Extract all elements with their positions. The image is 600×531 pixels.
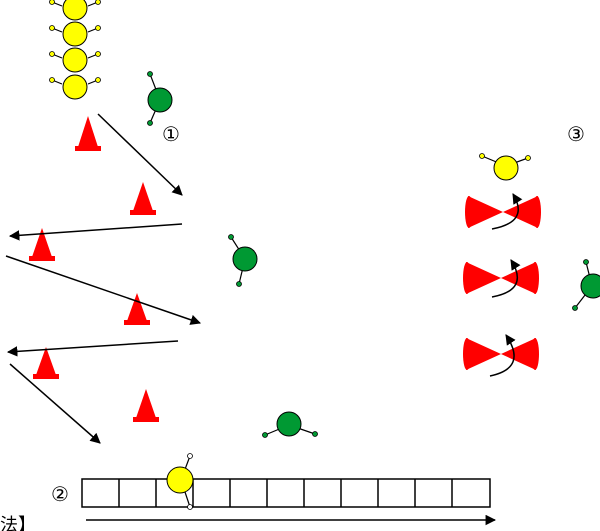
green-player-icon [228,234,258,287]
flat-marker-icon [463,262,539,294]
yellow-player-icon [49,0,101,21]
movement-arrow [9,363,101,444]
green-player-icon [147,71,173,126]
movement-arrow [6,340,179,357]
movement-arrow [8,223,183,241]
cone-icon [75,116,101,151]
cone-icon [130,182,156,215]
rotation-arrow-icon [491,259,521,298]
flat-marker-icon [463,338,539,370]
yellow-player-queue [49,0,101,100]
green-player-icon [572,259,600,311]
rotation-arrow-icon [489,334,516,377]
movement-arrow [5,255,201,325]
section-label-2: ② [51,482,69,506]
movement-arrow [97,113,183,196]
cone-icon [33,347,59,379]
green-player-icon [262,411,318,438]
flat-marker-icon [465,196,541,228]
section-label-3: ③ [567,122,585,146]
cone-icon [133,389,159,422]
cone-icon [29,228,55,261]
yellow-player-icon [479,153,531,181]
agility-ladder [81,478,491,508]
yellow-player-icon [166,453,194,510]
rotation-arrow-icon [491,193,523,230]
flat-marker-group [463,193,541,377]
yellow-player-icon [49,47,101,73]
section-label-1: ① [162,122,180,146]
yellow-player-icon [49,21,101,47]
yellow-player-icon [49,74,101,100]
method-heading: 方法】 [0,515,36,531]
cone-icon [124,293,150,325]
zigzag-path [5,113,201,444]
